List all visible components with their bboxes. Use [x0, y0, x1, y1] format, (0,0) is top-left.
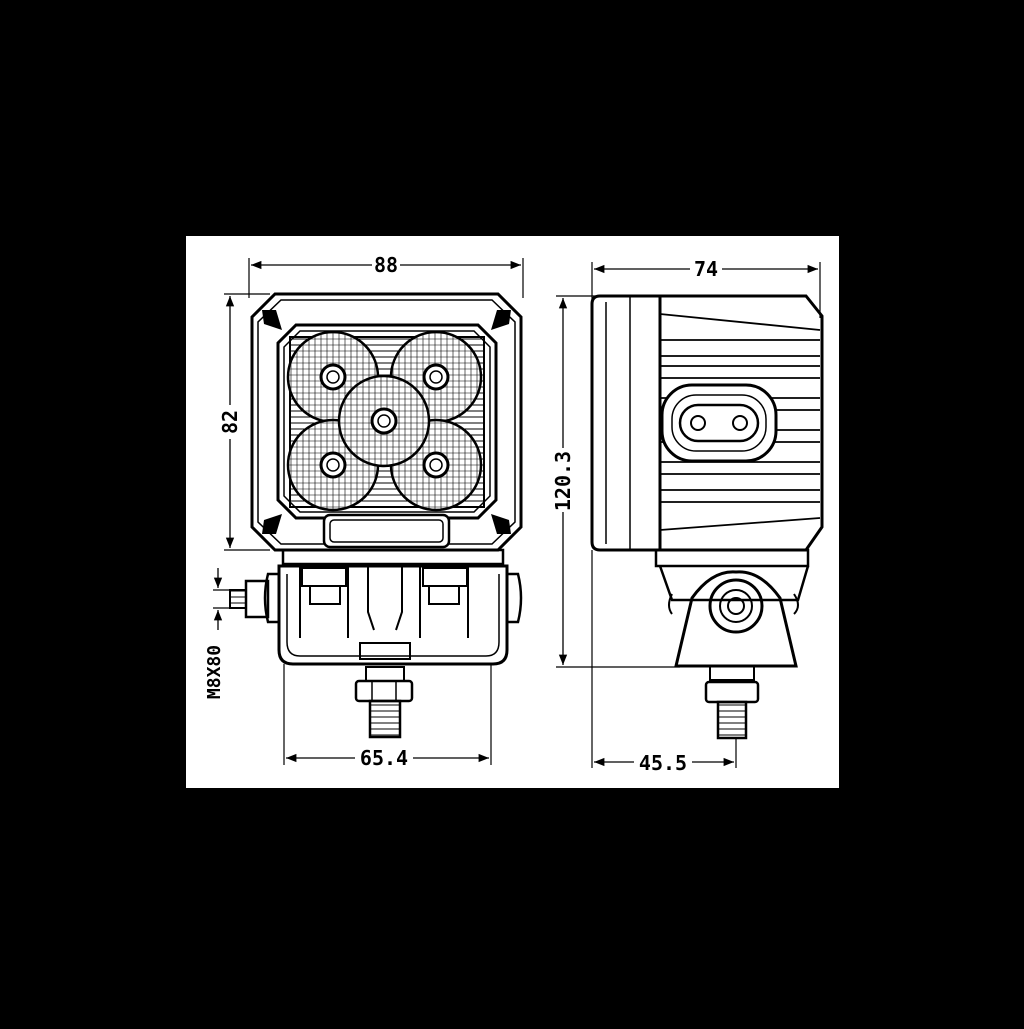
front-height-label: 82 — [218, 410, 242, 434]
corner-clips — [262, 310, 511, 534]
dimension-front-width: 88 — [248, 253, 524, 298]
dimension-side-base: 45.5 — [591, 550, 737, 775]
logo-badge — [322, 513, 451, 549]
side-depth-label: 74 — [694, 257, 718, 281]
pivot-knob — [708, 578, 764, 634]
side-base-label: 45.5 — [639, 751, 687, 775]
dimension-front-height: 82 — [218, 293, 270, 551]
side-bracket — [674, 570, 798, 668]
front-bracket — [229, 548, 523, 666]
dimension-bracket-width: 65.4 — [283, 664, 492, 770]
side-view — [590, 294, 824, 740]
dimension-total-height: 120.3 — [551, 295, 680, 668]
led-emitters — [319, 363, 450, 479]
center-bolt — [354, 642, 414, 739]
dimension-side-depth: 74 — [591, 257, 821, 318]
bracket-width-label: 65.4 — [360, 746, 408, 770]
side-bezel — [590, 294, 662, 552]
front-width-label: 88 — [374, 253, 398, 277]
front-view — [229, 292, 523, 739]
lens-bezel — [276, 323, 498, 520]
dimension-bolt: M8X80 — [204, 568, 240, 699]
total-height-label: 120.3 — [551, 451, 575, 511]
bolt-spec-label: M8X80 — [204, 645, 225, 699]
